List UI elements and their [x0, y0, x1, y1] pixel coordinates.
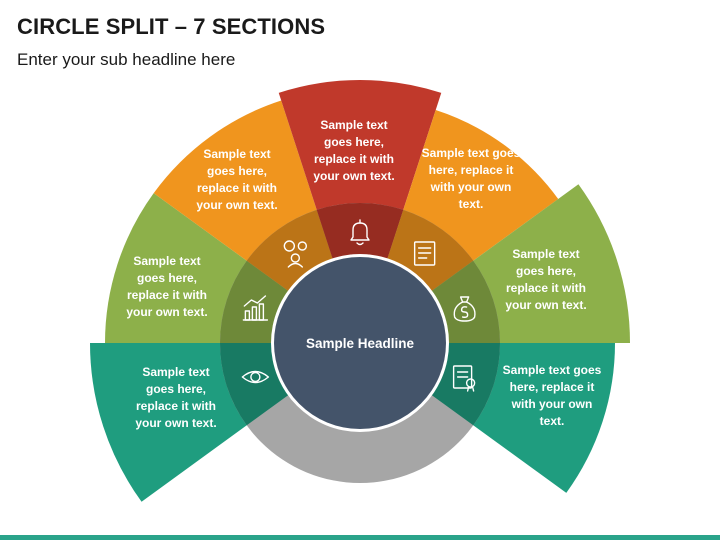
segment-label-line: with your own	[430, 180, 512, 194]
segment-label-line: replace it with	[197, 181, 277, 195]
segment-label-line: your own text.	[135, 416, 216, 430]
segment-label-line: text.	[459, 197, 484, 211]
segment-label-line: here, replace it	[510, 380, 595, 394]
segment-label-line: Sample text	[133, 254, 200, 268]
bottom-accent-bar	[0, 535, 720, 540]
document-icon	[413, 241, 436, 266]
center-headline: Sample Headline	[306, 336, 415, 351]
segment-label-line: replace it with	[506, 281, 586, 295]
segment-label: Sample text goes here, replace it with your…	[135, 365, 216, 430]
segment-label-line: text.	[540, 414, 565, 428]
segment-label-line: replace it with	[127, 288, 207, 302]
bell-icon	[350, 219, 370, 246]
segment-label-line: goes here,	[516, 264, 576, 278]
segment-label-line: with your own	[511, 397, 593, 411]
segment-label-line: goes here,	[146, 382, 206, 396]
segment-label-line: Sample text goes	[422, 146, 521, 160]
segment-label-line: goes here,	[324, 135, 384, 149]
money-bag-icon	[453, 296, 476, 322]
segment-label: Sample text goes here, replace it with your…	[505, 247, 586, 312]
segment-label-line: replace it with	[314, 152, 394, 166]
segment-label: Sample text goes here, replace it with you…	[422, 146, 521, 211]
segment-label: Sample text goes here, replace it with you…	[503, 363, 602, 428]
segment-label-line: replace it with	[136, 399, 216, 413]
gears-person-icon	[283, 240, 308, 268]
segment-label-line: Sample text	[320, 118, 387, 132]
segment-label-line: Sample text	[142, 365, 209, 379]
segment-label-line: your own text.	[196, 198, 277, 212]
eye-icon	[241, 370, 270, 384]
segment-label-line: your own text.	[126, 305, 207, 319]
segment-icons	[241, 219, 476, 392]
segment-label-line: goes here,	[207, 164, 267, 178]
segment-label-line: goes here,	[137, 271, 197, 285]
segment-label-line: Sample text	[203, 147, 270, 161]
segment-label-line: Sample text goes	[503, 363, 602, 377]
segment-label-line: here, replace it	[429, 163, 514, 177]
segment-texts: Sample text goes here, replace it with your…	[126, 118, 601, 430]
center-circle: Sample Headline	[271, 254, 449, 432]
segment-label: Sample text goes here, replace it with your…	[126, 254, 207, 319]
segment-label: Sample text goes here, replace it with your…	[313, 118, 394, 183]
center-disc	[274, 257, 446, 429]
page-title: CIRCLE SPLIT – 7 SECTIONS	[17, 14, 326, 39]
page-subtitle: Enter your sub headline here	[17, 50, 236, 69]
segment-label-line: your own text.	[505, 298, 586, 312]
bar-chart-icon	[242, 295, 269, 321]
segment-label-line: your own text.	[313, 169, 394, 183]
certificate-icon	[452, 365, 476, 392]
segment-label-line: Sample text	[512, 247, 579, 261]
segment-label: Sample text goes here, replace it with your…	[196, 147, 277, 212]
